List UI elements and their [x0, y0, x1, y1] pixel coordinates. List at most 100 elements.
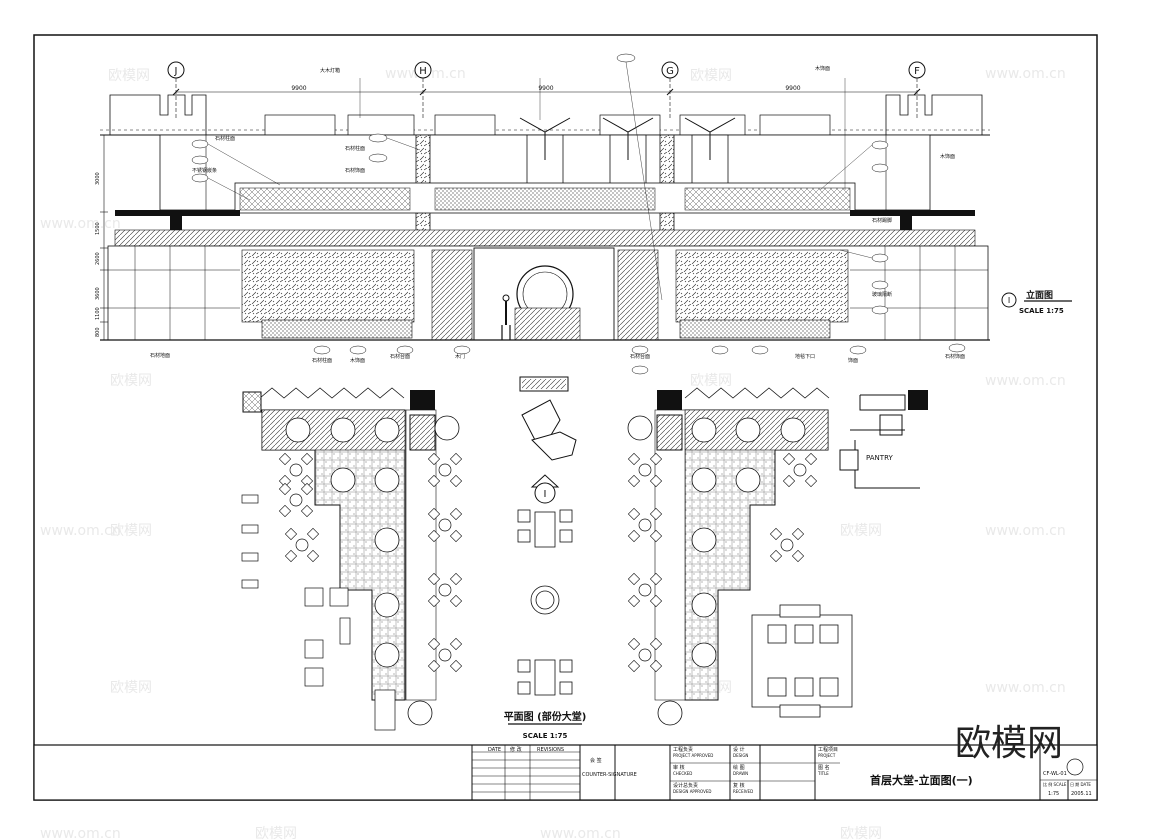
svg-text:I: I: [1008, 296, 1010, 305]
seating-cluster: [427, 507, 463, 543]
grid-axis-H: H: [414, 61, 432, 118]
svg-text:欧模网: 欧模网: [110, 373, 152, 389]
svg-text:设 计: 设 计: [733, 746, 745, 753]
svg-text:石材饰面: 石材饰面: [945, 353, 965, 360]
roof-parapet: [100, 94, 990, 136]
railing-band: [234, 182, 856, 214]
svg-text:www.om.cn: www.om.cn: [40, 523, 121, 539]
elevation-drawing: J H G F 9900 9900 9900: [95, 53, 1072, 375]
svg-text:石材踢脚: 石材踢脚: [872, 217, 892, 224]
svg-text:PROJECT: PROJECT: [818, 753, 836, 758]
vertical-dimensions: 3000 1500 2600 3600 1100 800: [95, 134, 108, 341]
svg-text:石材地面: 石材地面: [150, 352, 170, 359]
svg-text:CHECKED: CHECKED: [673, 771, 692, 776]
svg-text:比 例 SCALE: 比 例 SCALE: [1043, 781, 1067, 787]
drawing-title: 首层大堂-立面图(一): [870, 773, 973, 787]
seating-cluster: [427, 637, 463, 673]
svg-text:木饰面: 木饰面: [350, 357, 365, 364]
central-dining-sets: [517, 509, 573, 696]
title-block: DATE 修 改 REVISIONS 会 签 COUNTER-SIGNATURE…: [33, 744, 1098, 801]
wall-sconces-left: [241, 494, 259, 589]
svg-text:欧模网: 欧模网: [840, 826, 882, 840]
svg-text:RECEIVED: RECEIVED: [733, 789, 753, 794]
svg-text:3000: 3000: [95, 172, 101, 185]
plan-title: 平面图 (部份大堂): [504, 710, 587, 723]
grid-axis-J: J: [167, 61, 185, 118]
svg-text:石材饰面: 石材饰面: [345, 167, 365, 174]
seating-cluster: [278, 482, 314, 518]
svg-text:I: I: [544, 489, 547, 500]
svg-text:大木灯箱: 大木灯箱: [320, 67, 340, 74]
svg-text:木门: 木门: [455, 353, 465, 360]
drawing-number: CF-WL-01: [1043, 771, 1067, 777]
svg-text:DESIGN: DESIGN: [733, 753, 748, 758]
watermarks: 欧模网 欧模网 www.om.cn www.om.cn 欧模网 欧模网 www.…: [40, 66, 1066, 840]
elevation-title: 立面图: [1026, 289, 1053, 301]
svg-text:木饰面: 木饰面: [940, 153, 955, 160]
column-block: [410, 390, 435, 410]
seating-cluster: [278, 452, 314, 488]
slab-edge: [114, 210, 976, 247]
svg-text:石材柱面: 石材柱面: [345, 145, 365, 152]
lower-wall: [100, 245, 990, 341]
svg-text:REVISIONS: REVISIONS: [537, 747, 564, 753]
svg-text:修 改: 修 改: [510, 746, 522, 753]
seating-cluster: [627, 637, 663, 673]
svg-text:PROJECT APPROVED: PROJECT APPROVED: [673, 753, 713, 758]
svg-text:设计总负责: 设计总负责: [673, 782, 698, 789]
svg-text:TITLE: TITLE: [817, 771, 829, 776]
meeting-room: [751, 604, 853, 718]
svg-text:800: 800: [95, 327, 101, 337]
svg-text:欧模网: 欧模网: [255, 826, 297, 840]
svg-text:1:75: 1:75: [1048, 791, 1059, 797]
svg-text:石材柱面: 石材柱面: [312, 357, 332, 364]
svg-text:欧模网: 欧模网: [110, 680, 152, 696]
svg-text:9900: 9900: [538, 85, 553, 92]
seating-cluster: [627, 572, 663, 608]
svg-text:www.om.cn: www.om.cn: [40, 216, 121, 232]
svg-text:G: G: [666, 66, 674, 77]
svg-text:绘 图: 绘 图: [733, 764, 745, 771]
svg-text:www.om.cn: www.om.cn: [985, 523, 1066, 539]
svg-text:玻璃隔断: 玻璃隔断: [872, 291, 892, 298]
lounge-seating: [278, 452, 818, 673]
svg-text:日 期 DATE: 日 期 DATE: [1070, 781, 1091, 787]
seating-cluster: [627, 507, 663, 543]
svg-text:J: J: [174, 66, 178, 77]
seating-cluster: [427, 452, 463, 488]
svg-text:欧模网: 欧模网: [110, 523, 152, 539]
svg-text:不锈钢嵌条: 不锈钢嵌条: [192, 167, 217, 174]
svg-text:H: H: [419, 66, 427, 77]
column-block: [657, 390, 682, 410]
svg-text:石材台面: 石材台面: [630, 353, 650, 360]
svg-text:3600: 3600: [95, 287, 101, 300]
svg-text:地毯下口: 地毯下口: [795, 353, 815, 360]
svg-text:饰面: 饰面: [848, 357, 858, 364]
svg-text:COUNTER-SIGNATURE: COUNTER-SIGNATURE: [582, 772, 637, 778]
svg-text:DATE: DATE: [488, 747, 501, 753]
plan-zigzag-right: [684, 387, 830, 399]
svg-text:工程负责: 工程负责: [673, 746, 693, 753]
svg-text:复 核: 复 核: [733, 782, 745, 789]
seating-cluster: [284, 527, 320, 563]
bay-dimension-line: 9900 9900 9900: [172, 85, 921, 96]
brand-logo: 欧模网: [955, 723, 1063, 764]
svg-text:www.om.cn: www.om.cn: [985, 66, 1066, 82]
svg-text:石材台面: 石材台面: [390, 353, 410, 360]
pantry-area: PANTRY: [839, 390, 928, 489]
svg-text:会 签: 会 签: [590, 757, 602, 764]
grand-piano-icon: [521, 399, 577, 461]
svg-text:www.om.cn: www.om.cn: [985, 680, 1066, 696]
svg-text:DESIGN APPROVED: DESIGN APPROVED: [673, 789, 711, 794]
svg-text:2600: 2600: [95, 252, 101, 265]
svg-text:欧模网: 欧模网: [840, 523, 882, 539]
svg-text:欧模网: 欧模网: [108, 68, 150, 84]
svg-text:www.om.cn: www.om.cn: [540, 826, 621, 840]
svg-text:木饰面: 木饰面: [815, 65, 830, 72]
plan-round-tables: [285, 415, 806, 726]
plan-title-block: 平面图 (部份大堂) SCALE 1:75: [504, 710, 587, 740]
svg-text:1100: 1100: [95, 307, 101, 320]
svg-text:9900: 9900: [785, 85, 800, 92]
svg-text:2005.11: 2005.11: [1071, 791, 1092, 797]
plan-scale: SCALE 1:75: [523, 732, 568, 740]
